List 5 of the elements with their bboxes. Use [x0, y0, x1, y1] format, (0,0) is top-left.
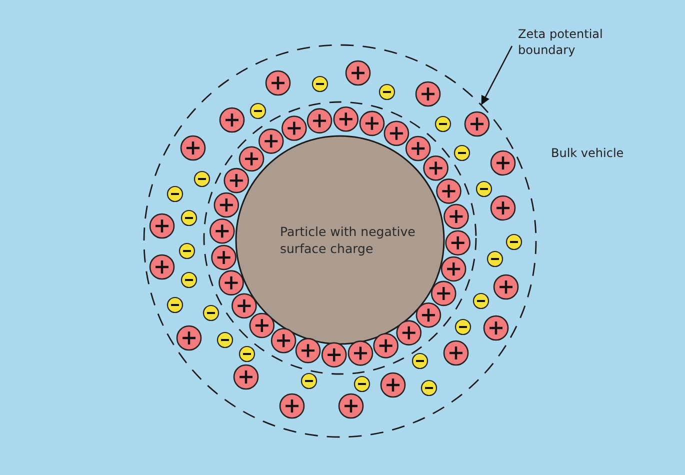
particle-label: Particle with negative surface charge: [280, 223, 416, 257]
arrow: [481, 46, 513, 105]
region-label: Bulk vehicle: [551, 146, 624, 160]
particle-circle: [235, 135, 445, 345]
boundary-label: Zeta potential boundary: [518, 26, 618, 58]
